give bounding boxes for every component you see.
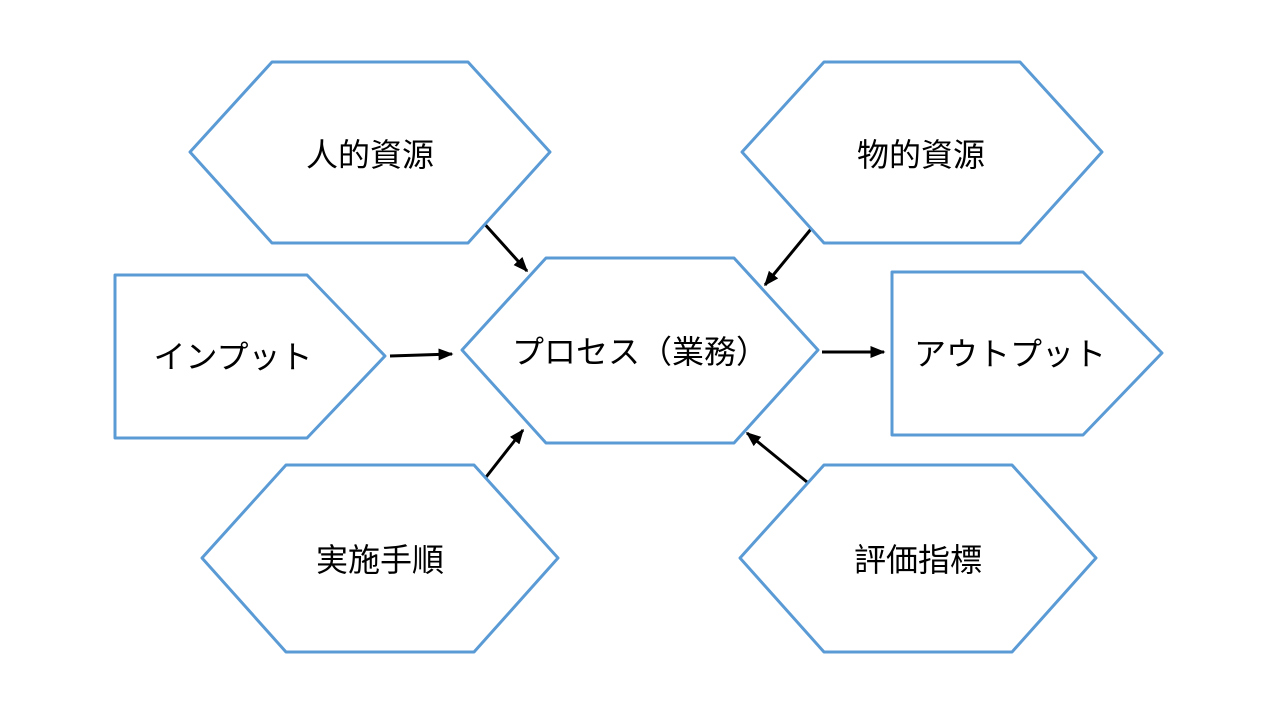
indicators-label: 評価指標 <box>854 542 982 578</box>
node-process: プロセス（業務） <box>460 256 820 445</box>
procedure-label: 実施手順 <box>316 542 444 578</box>
arrow-indicators-to-process <box>745 431 808 484</box>
arrow-input-to-process <box>389 348 454 361</box>
indicators-hexagon <box>738 463 1098 654</box>
output-label: アウトプット <box>914 336 1106 372</box>
arrow-physical-resources-to-process <box>763 228 813 287</box>
input-label: インプット <box>153 339 312 375</box>
node-physical-resources: 物的資源 <box>740 60 1104 245</box>
process-label: プロセス（業務） <box>512 334 768 370</box>
input-pentagon <box>113 273 387 440</box>
node-procedure: 実施手順 <box>200 463 560 654</box>
arrow-human-resources-to-process <box>479 218 529 273</box>
human-resources-label: 人的資源 <box>306 137 434 173</box>
procedure-hexagon <box>200 463 560 654</box>
arrow-procedure-to-process <box>481 428 525 482</box>
node-indicators: 評価指標 <box>738 463 1098 654</box>
human-resources-hexagon <box>188 60 552 245</box>
process-hexagon <box>460 256 820 445</box>
node-human-resources: 人的資源 <box>188 60 552 245</box>
physical-resources-label: 物的資源 <box>857 137 985 173</box>
physical-resources-hexagon <box>740 60 1104 245</box>
node-output: アウトプット <box>890 270 1164 437</box>
node-input: インプット <box>113 273 387 440</box>
output-pentagon <box>890 270 1164 437</box>
